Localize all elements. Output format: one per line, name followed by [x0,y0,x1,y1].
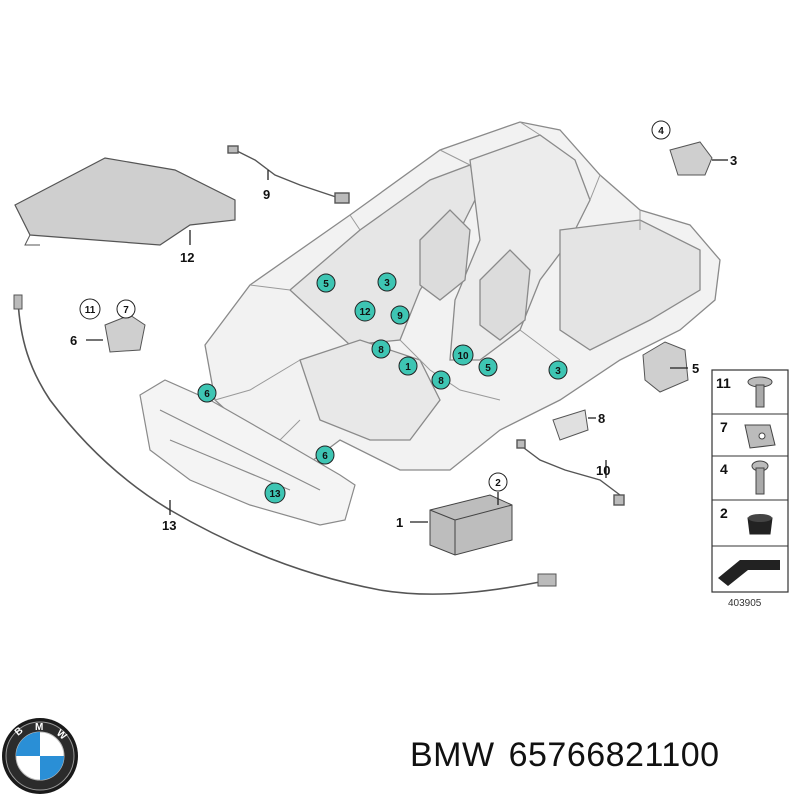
part-label-4-circle [651,120,671,140]
part-label-11: 11 [85,305,96,316]
callout-9: 9 [397,311,403,322]
cable-part-9 [227,145,350,204]
legend-7: 7 [720,419,728,435]
callout-6-b: 6 [322,451,328,462]
part-label-7-circle [116,299,136,319]
orientation-arrow-icon [718,557,780,586]
hardware-legend: 11 7 4 2 403905 [711,369,789,609]
part-label-2: 2 [495,478,501,489]
callout-5-a: 5 [323,279,329,290]
part-label-6: 6 [70,333,77,348]
bmw-logo: B M W [2,718,78,794]
bracket-part-8 [552,409,589,441]
part-label-3: 3 [730,153,737,168]
position-callouts: 5 3 12 9 8 1 10 5 8 3 6 6 13 [197,272,568,504]
legend-2: 2 [720,505,728,521]
callout-13: 13 [269,489,281,500]
legend-4: 4 [720,461,728,477]
part-label-2-circle [488,472,508,492]
callout-8-b: 8 [438,376,444,387]
control-unit-part-1 [429,494,513,556]
part-label-9: 9 [263,187,270,202]
screw-with-washer-icon [747,376,773,408]
cable-part-10 [516,439,625,506]
part-label-7: 7 [123,305,129,316]
part-label-5: 5 [692,361,699,376]
sensor-part-5 [642,341,689,393]
callout-5-b: 5 [485,363,491,374]
screw-icon [751,460,769,495]
callout-12: 12 [359,307,371,318]
part-label-13: 13 [162,518,176,533]
cable-end-13 [13,294,23,310]
part-label-10: 10 [596,463,610,478]
callout-8-a: 8 [378,345,384,356]
bracket-part-3 [669,141,713,176]
part-number-caption: BMW 65766821100 [410,736,734,775]
cable-connector-13 [537,573,557,587]
seat-mat-sensor-part [14,157,236,246]
part-label-12: 12 [180,250,194,265]
callout-3-a: 3 [384,278,390,289]
part-label-1: 1 [396,515,403,530]
part-number: 65766821100 [508,736,720,774]
sensor-part-6 [104,314,146,353]
legend-11: 11 [716,375,731,391]
callout-3-b: 3 [555,366,561,377]
part-label-8: 8 [598,411,605,426]
callout-6-a: 6 [204,389,210,400]
clip-nut-icon [744,424,776,449]
callout-10: 10 [457,351,469,362]
part-labels: 9 12 4 3 11 7 6 5 8 10 2 1 13 [70,120,737,533]
part-label-4: 4 [658,126,664,137]
car-body-shell [204,121,721,471]
grommet-icon [747,514,773,535]
image-code: 403905 [728,598,762,609]
svg-text:M: M [35,722,43,733]
leader-lines [86,159,728,523]
callout-1: 1 [405,362,411,373]
brand-name: BMW [410,736,495,774]
sensor-cable-13 [17,299,551,595]
part-label-11-circle [79,298,101,320]
